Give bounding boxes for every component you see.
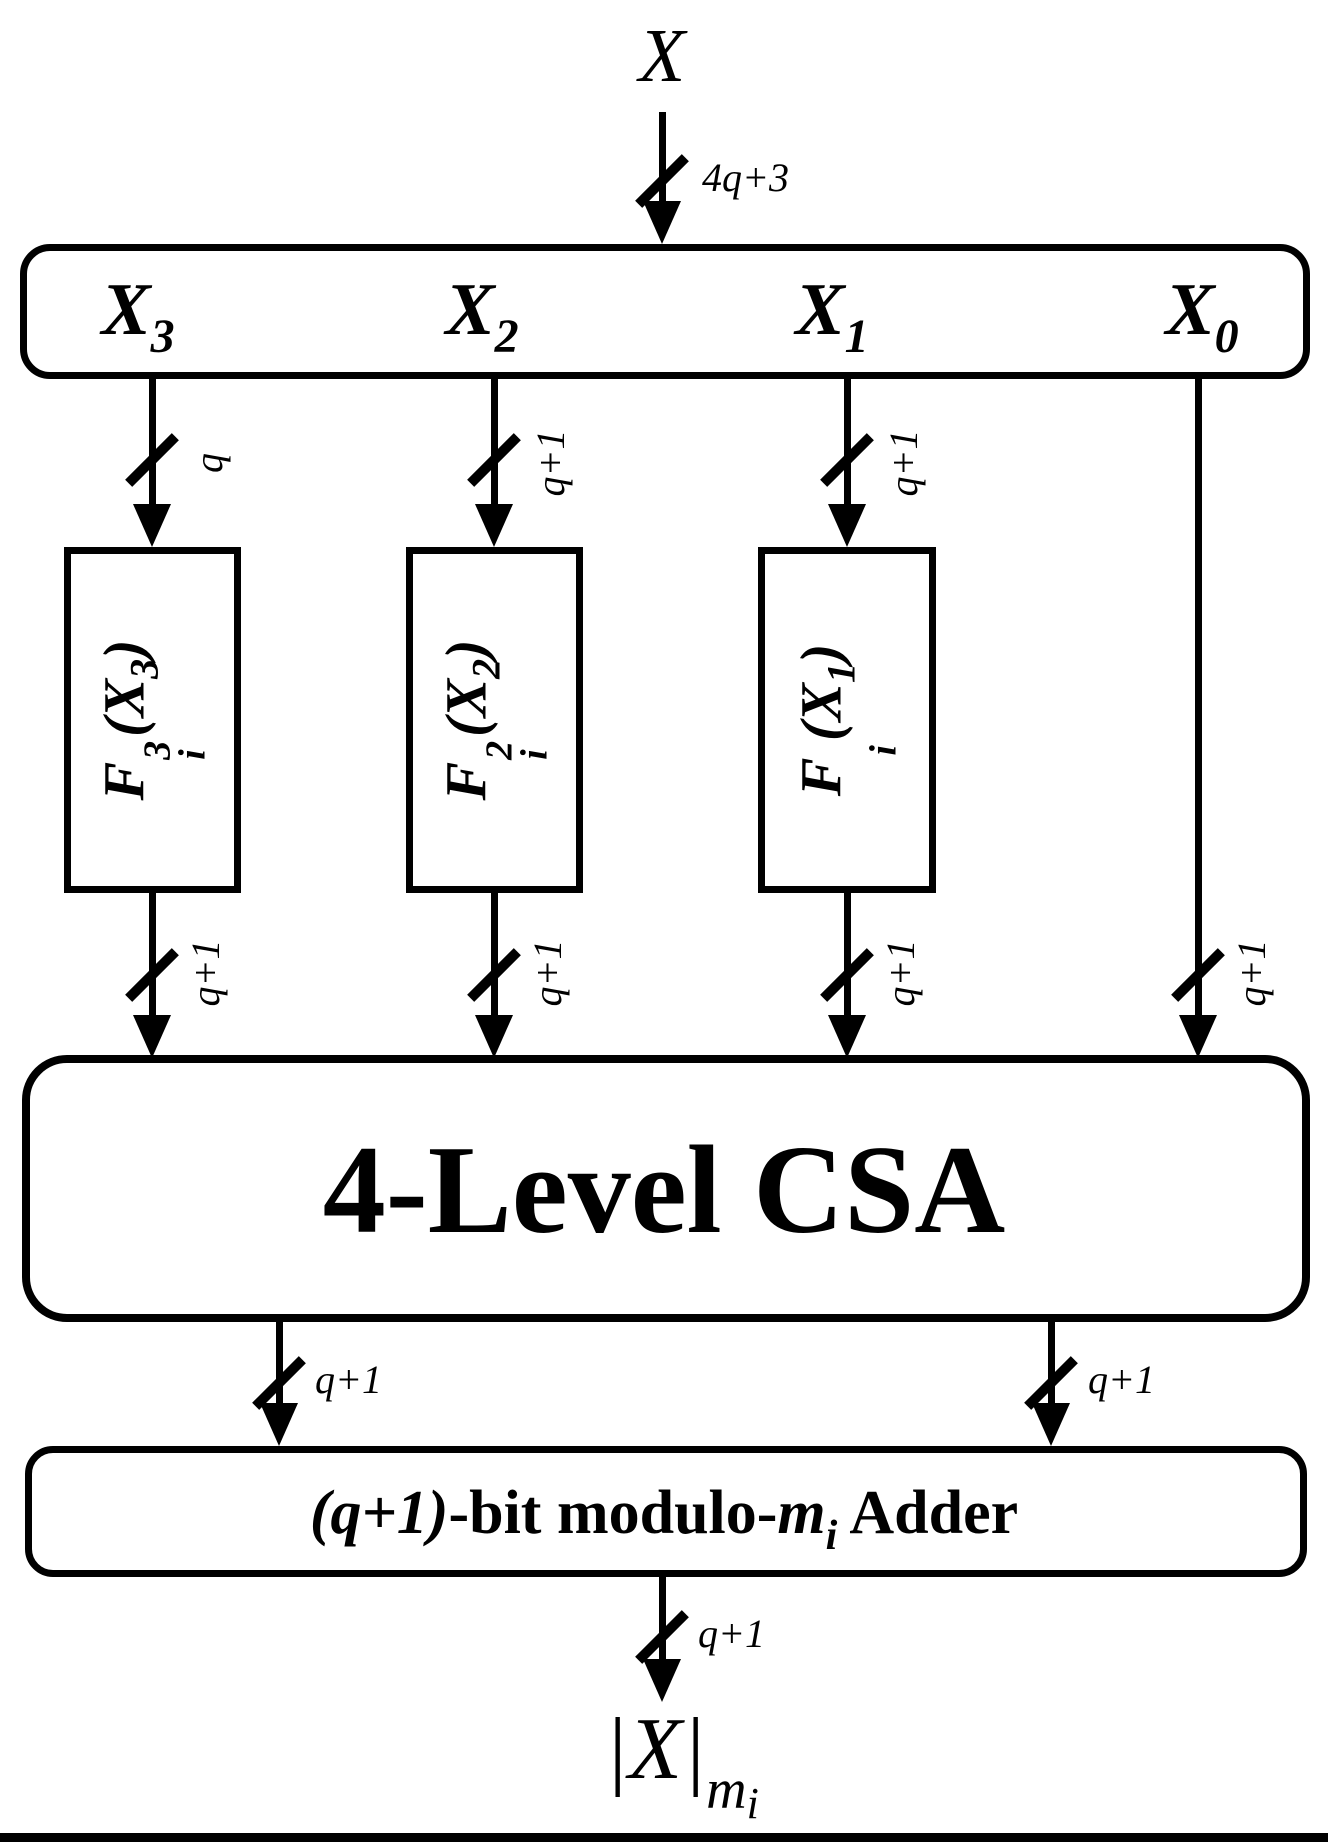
output-bar-right: | <box>681 1701 707 1798</box>
field-x2-base: X <box>445 269 495 351</box>
adder-in-line-right <box>1048 1322 1055 1406</box>
field-x1-base: X <box>795 269 845 351</box>
bottom-rule <box>0 1833 1328 1842</box>
fblock-x2-open: (X <box>433 678 499 737</box>
fblock-x1-close: ) <box>788 643 854 664</box>
arrowhead-csa-4-icon <box>1179 1015 1217 1058</box>
fblock-x1-argsub: 1 <box>818 663 864 684</box>
csa-in-width-4: q+1 <box>1229 939 1274 1007</box>
csa-in-line-1 <box>149 893 156 1018</box>
fblock-x3-close: ) <box>91 639 157 659</box>
field-x0-base: X <box>1165 269 1215 351</box>
adder-label-m: m <box>777 1479 826 1547</box>
arrowhead-into-f3-icon <box>133 504 171 547</box>
arrowhead-into-f1-icon <box>828 504 866 547</box>
bus-line-x1 <box>844 379 851 505</box>
output-sub-m: m <box>706 1759 747 1821</box>
bus-line-x2 <box>491 379 498 505</box>
adder-label-msub: i <box>825 1513 838 1559</box>
fblock-x2-sub: i <box>513 749 555 760</box>
modulo-adder-label: (q+1)-bit modulo-mi Adder <box>0 1482 1328 1557</box>
fblock-x2-close: ) <box>433 639 499 659</box>
arrowhead-csa-3-icon <box>828 1015 866 1058</box>
input-signal-label: X <box>638 14 686 98</box>
fblock-x1-sub: i <box>862 745 905 756</box>
bus-width-label-x3: q <box>186 453 231 473</box>
fblock-x1-f: F <box>788 757 854 797</box>
field-x0-sub: 0 <box>1214 310 1239 363</box>
adder-label-mid: -bit modulo- <box>448 1479 778 1547</box>
output-expression: |X|mi <box>604 1706 759 1826</box>
adder-in-width-left: q+1 <box>315 1357 382 1402</box>
bus-width-label-x2: q+1 <box>528 429 573 497</box>
arrowhead-into-f2-icon <box>475 504 513 547</box>
field-x2-sub: 2 <box>494 310 519 363</box>
adder-in-line-left <box>276 1322 283 1406</box>
output-arrowhead-icon <box>643 1659 681 1702</box>
field-x3-sub: 3 <box>150 310 175 363</box>
csa-in-width-1: q+1 <box>183 939 228 1007</box>
fblock-x3-sub: i <box>171 749 213 760</box>
modulo-adder-box <box>25 1446 1307 1577</box>
field-x2: X2 <box>402 269 562 363</box>
csa-in-line-2 <box>491 893 498 1018</box>
output-bar-left: | <box>604 1701 629 1798</box>
csa-label: 4-Level CSA <box>322 1121 1006 1260</box>
bus-line-x3 <box>149 379 156 505</box>
field-x3: X3 <box>58 269 218 363</box>
arrowhead-csa-1-icon <box>133 1015 171 1058</box>
arrowhead-adder-left-icon <box>260 1403 298 1446</box>
fblock-x2-f: F <box>433 761 499 801</box>
fblock-x2-sup: 2 <box>478 740 521 760</box>
csa-in-line-3 <box>844 893 851 1018</box>
field-x0: X0 <box>1122 269 1282 363</box>
adder-label-tail: Adder <box>837 1479 1019 1547</box>
output-sub-i: i <box>746 1779 759 1828</box>
bus-width-label-x1: q+1 <box>881 429 926 497</box>
fblock-x2-argsub: 2 <box>463 658 509 679</box>
input-bus-line <box>659 112 666 204</box>
input-bus-width-label: 4q+3 <box>702 155 789 200</box>
csa-in-width-3: q+1 <box>878 939 923 1007</box>
field-x1-sub: 1 <box>844 310 869 363</box>
field-x3-base: X <box>101 269 151 351</box>
input-arrowhead-icon <box>643 201 681 244</box>
adder-label-paren: (q+1) <box>309 1479 449 1547</box>
bus-line-x0 <box>1195 379 1202 1018</box>
arrowhead-csa-2-icon <box>475 1015 513 1058</box>
fblock-x3-open: (X <box>91 678 157 737</box>
adder-in-width-right: q+1 <box>1088 1357 1155 1402</box>
output-bus-line <box>659 1577 666 1660</box>
arrowhead-adder-right-icon <box>1032 1403 1070 1446</box>
fblock-x3-argsub: 3 <box>121 658 167 679</box>
splitter-box <box>20 244 1310 379</box>
csa-box <box>22 1055 1310 1322</box>
fblock-x3-f: F <box>91 761 157 801</box>
fblock-x3-sup: 3 <box>136 740 179 760</box>
output-x: X <box>628 1701 682 1798</box>
fblock-x1-open: (X <box>788 683 854 742</box>
csa-in-width-2: q+1 <box>525 939 570 1007</box>
output-bus-width-label: q+1 <box>698 1611 765 1656</box>
field-x1: X1 <box>752 269 912 363</box>
fblock-x1-scripts: i <box>862 745 905 756</box>
